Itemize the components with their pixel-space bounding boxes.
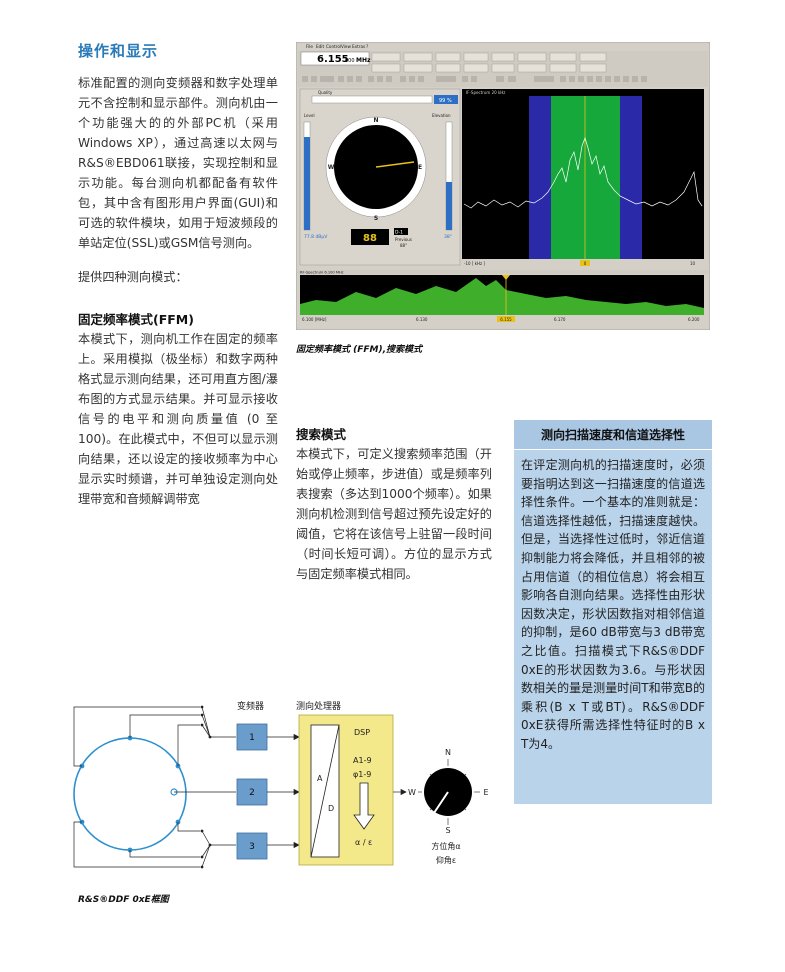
frequency-unit: MHz: [356, 57, 371, 64]
toolbar-controls[interactable]: [371, 52, 607, 73]
search-section: 搜索模式 本模式下，可定义搜索频率范围（开始或停止频率，步进值）或是频率列表搜索…: [296, 426, 492, 584]
dial-n: N: [445, 748, 451, 757]
pano-tick-1: 6.130: [416, 317, 428, 322]
block-diagram: 变频器 测向处理器 1 2 3: [73, 700, 489, 869]
antenna-array: [73, 737, 187, 851]
menu-extras[interactable]: Extras: [352, 44, 365, 49]
antenna-elements: [79, 735, 181, 853]
info-box: 测向扫描速度和信道选择性 在评定测向机的扫描速度时，必须要指明达到这一扫描速度的…: [514, 420, 712, 804]
software-screenshot: File Edit Control View Extras ? 6.155 00…: [296, 42, 710, 330]
quality-badge: [434, 95, 458, 104]
axis-left: -10 [ kHz ]: [464, 261, 485, 266]
a19-label: A1-9: [353, 756, 372, 765]
process-arrow: [353, 782, 375, 830]
menu-help[interactable]: ?: [366, 44, 368, 49]
elevation-angle-label: 仰角ε: [436, 855, 456, 865]
pano-title: RF-Spectrum 6.100 MHz: [300, 271, 344, 275]
level-label: Level: [304, 113, 315, 118]
menu-view[interactable]: View: [341, 44, 352, 49]
axis-center: 0: [584, 261, 587, 266]
frequency-value: 6.155: [317, 54, 349, 65]
if-spectrum-title: IF-Spectrum 20 kHz: [466, 90, 505, 95]
processor-label: 测向处理器: [296, 700, 341, 712]
level-bar: [304, 137, 310, 230]
pano-end: 6.200: [688, 317, 700, 322]
band-center: [551, 96, 620, 259]
menu-control[interactable]: Control: [326, 44, 341, 49]
menu-edit[interactable]: Edit: [316, 44, 324, 49]
modes-intro: 提供四种测向模式：: [78, 270, 188, 284]
converter-1: [236, 723, 268, 751]
axis-right: 10: [690, 261, 696, 266]
previous-label: Previous: [395, 237, 412, 242]
search-body: 本模式下，可定义搜索频率范围（开始或停止频率，步进值）或是频率列表搜索（多达到1…: [296, 447, 492, 581]
dial-s: S: [445, 826, 450, 835]
converter-3-label: 3: [249, 842, 255, 852]
dsp-label: DSP: [354, 728, 370, 737]
intro-paragraph: 标准配置的测向变频器和数字处理单元不含控制和显示部件。测向机由一个功能强大的的外…: [78, 76, 278, 250]
ad-a: A: [317, 774, 323, 783]
converter-2-label: 2: [249, 788, 255, 798]
ffm-title: 固定频率模式(FFM): [78, 312, 194, 327]
converter-label: 变频器: [237, 700, 264, 712]
menu-file[interactable]: File: [306, 44, 313, 49]
bearing-value: 88: [363, 233, 377, 244]
dial-w: W: [408, 788, 416, 797]
azimuth-label: 方位角α: [431, 841, 460, 851]
converter-1-label: 1: [249, 733, 255, 743]
diagram-caption: R&S®DDF 0xE框图: [78, 895, 169, 905]
quality-percent: 99 %: [439, 98, 452, 104]
compass-n: N: [373, 117, 378, 124]
ad-d: D: [328, 804, 334, 813]
elevation-label: Elevation: [432, 113, 451, 118]
section-title: 操作和显示: [78, 42, 159, 60]
bearing-needle: [375, 161, 415, 168]
bearing-readout: [351, 229, 389, 245]
ffm-body: 本模式下，测向机工作在固定的频率上。采用模拟（极坐标）和数字两种格式显示测向结果…: [78, 332, 278, 506]
phi19-label: φ1-9: [353, 770, 371, 779]
pano-marker: [502, 275, 510, 280]
dial-e: E: [483, 788, 488, 797]
elevation-value: 38°: [444, 234, 452, 240]
quality-scale: [311, 95, 433, 104]
elevation-bar: [446, 182, 452, 230]
pano-tick-3: 6.170: [554, 317, 566, 322]
pano-fill: [300, 278, 704, 315]
previous-value: 88°: [400, 243, 407, 248]
frequency-input[interactable]: [300, 51, 370, 66]
band-right: [620, 96, 642, 259]
result-badge: D-1: [395, 230, 403, 236]
frequency-suffix: 000: [345, 58, 355, 64]
quality-label: Quality: [318, 90, 333, 95]
converter-3: [236, 832, 268, 860]
screenshot-caption: 固定频率模式 (FFM),搜索模式: [296, 345, 423, 355]
info-box-title: 测向扫描速度和信道选择性: [514, 420, 712, 450]
pano-tick-2: 6.155: [500, 317, 512, 322]
pano-start: 6.100 [MHz]: [302, 317, 327, 322]
level-value: 77.8 dBµV: [304, 234, 328, 240]
band-left: [529, 96, 551, 259]
info-box-body: 在评定测向机的扫描速度时，必须要指明达到这一扫描速度的信道选择性条件。一个基本的…: [521, 458, 705, 751]
compass-w: W: [328, 164, 335, 171]
if-trace: [463, 136, 703, 209]
compass-e: E: [418, 164, 422, 171]
dial-pointer: [433, 791, 449, 814]
converter-2: [236, 778, 268, 806]
search-title: 搜索模式: [296, 427, 347, 442]
alpha-eps-label: α / ε: [355, 838, 372, 847]
compass-s: S: [374, 215, 378, 222]
toolbar-icons[interactable]: [302, 76, 647, 82]
left-column: 操作和显示 标准配置的测向变频器和数字处理单元不含控制和显示部件。测向机由一个功…: [78, 40, 278, 509]
